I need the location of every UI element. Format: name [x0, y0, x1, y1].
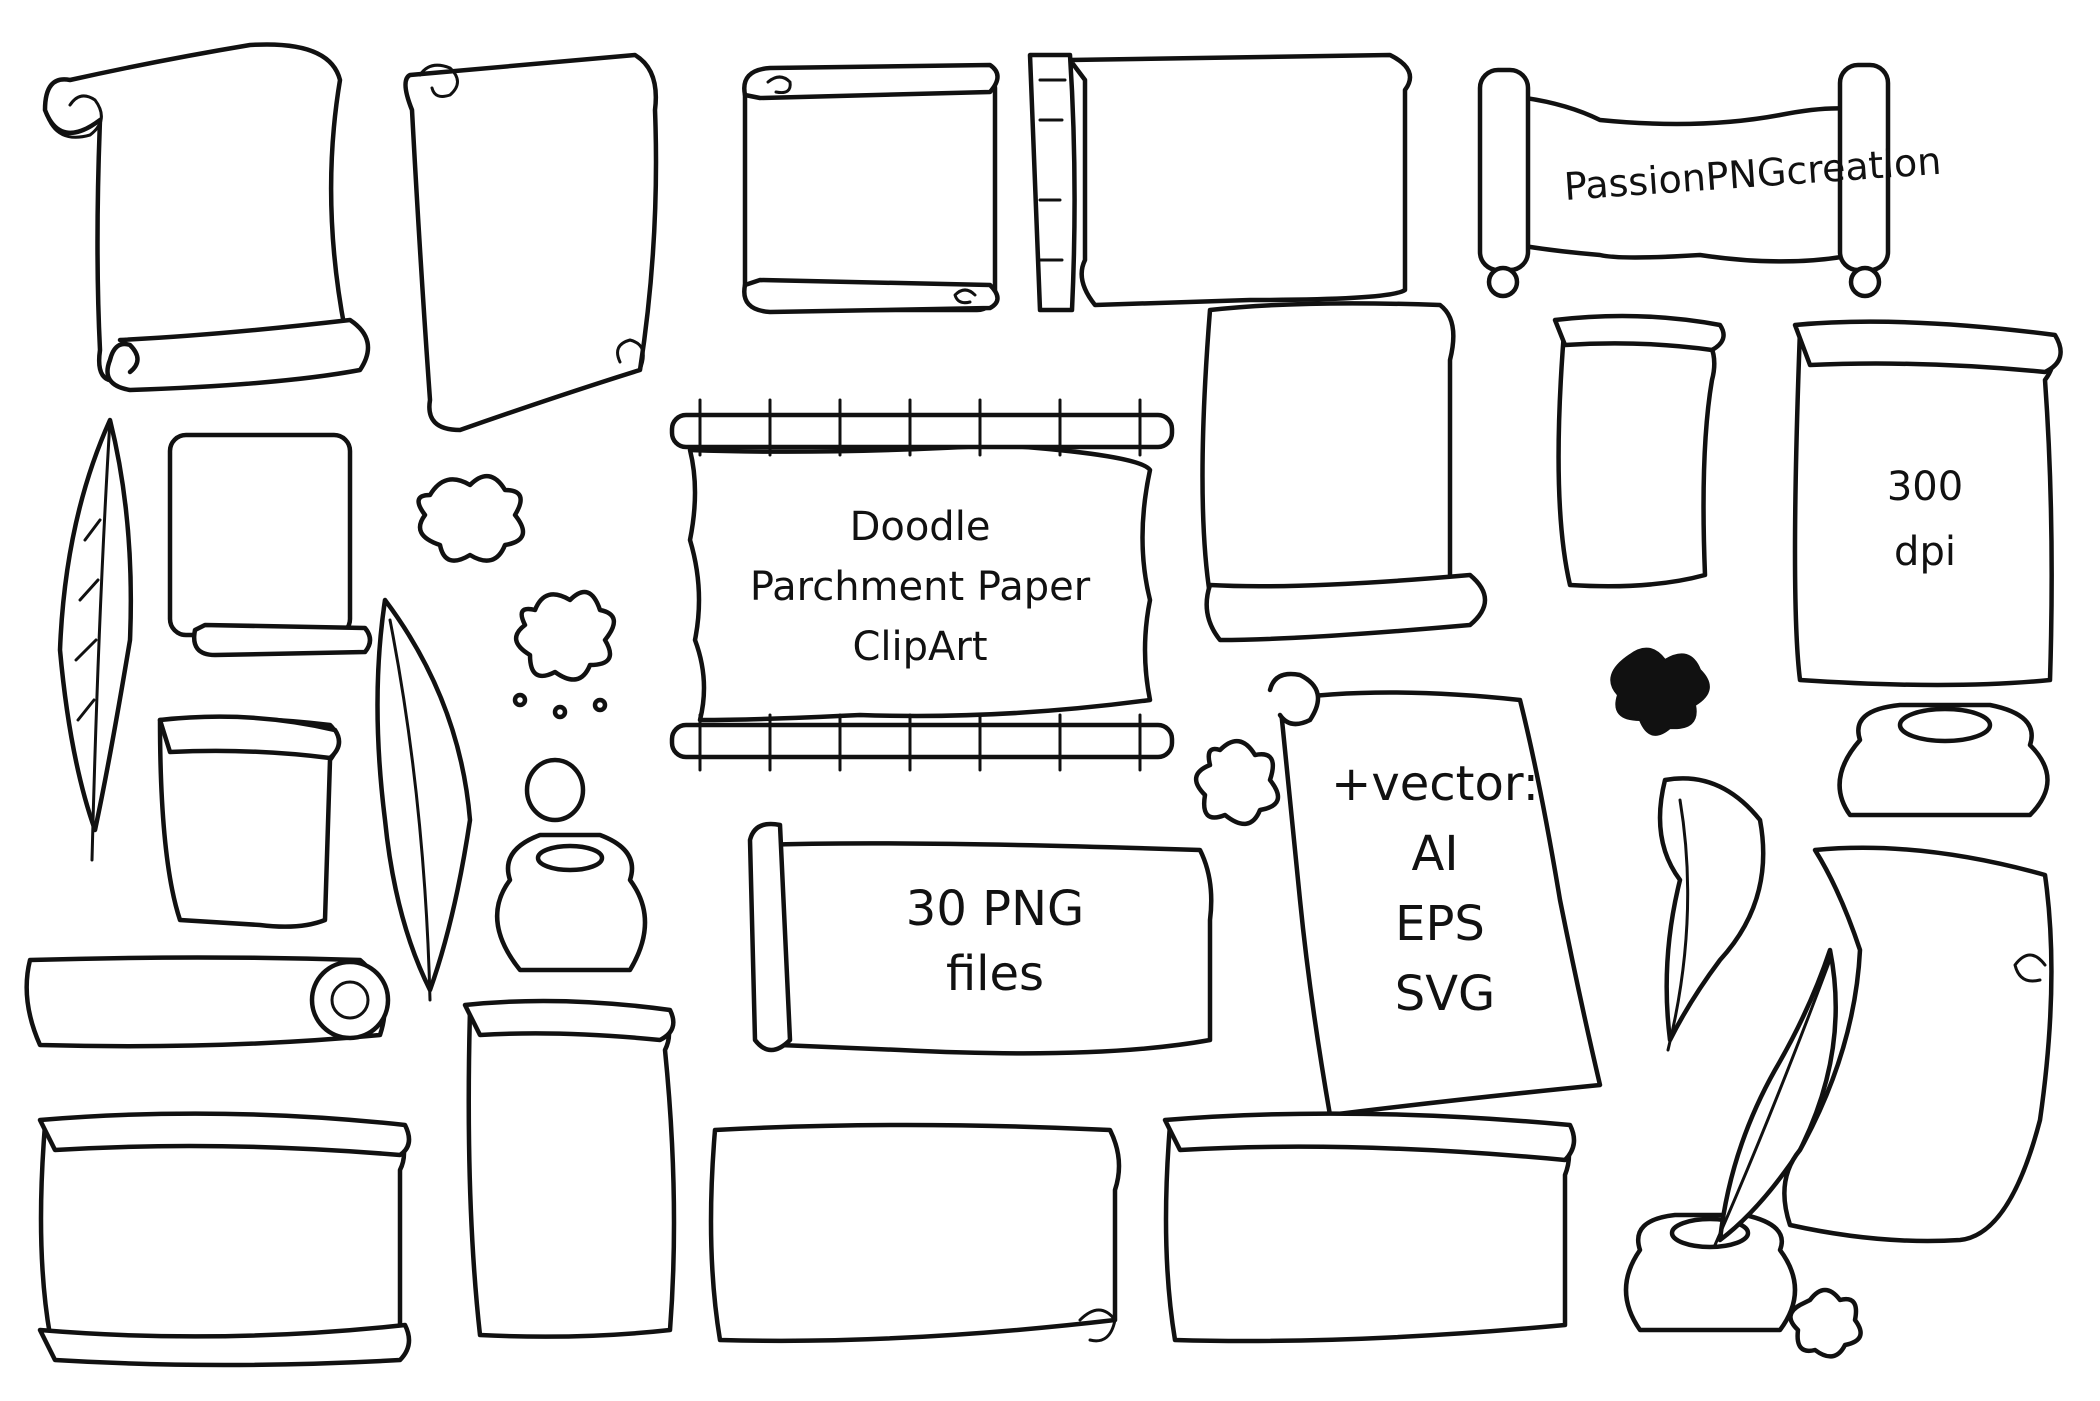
- scroll-tall-small: [167, 432, 373, 658]
- title-line-2: Parchment Paper: [750, 564, 1091, 610]
- ink-pot-middle: [494, 757, 648, 973]
- scroll-vector-info: +vector: AI EPS SVG: [1267, 671, 1603, 1118]
- ink-pot-right: [1837, 702, 2050, 818]
- vector-info-line-2: AI: [1412, 826, 1459, 882]
- resolution-line-1: 300: [1887, 464, 1963, 510]
- scroll-png-info: 30 PNG files: [747, 821, 1214, 1056]
- vector-info-line-1: +vector:: [1331, 756, 1539, 812]
- feather-quill-bottom: [1713, 947, 1838, 1247]
- scroll-curled-corner: [157, 714, 342, 929]
- ink-splat-outline-2: [512, 589, 616, 720]
- scroll-wide-bottom-right: [1162, 1111, 1577, 1344]
- banner-scroll-with-rods: PassionPNGcreation: [1477, 62, 1943, 299]
- scroll-narrow-curled: [1552, 313, 1726, 589]
- ink-splat-outline-bottom: [1788, 1287, 1863, 1359]
- feather-quill-middle: [375, 597, 473, 1002]
- title-scroll-main: Doodle Parchment Paper ClipArt: [669, 398, 1175, 772]
- title-line-1: Doodle: [850, 504, 991, 550]
- scroll-horizontal-roll: [24, 955, 391, 1049]
- feather-quill-right: [1657, 776, 1766, 1052]
- title-line-3: ClipArt: [852, 624, 987, 670]
- scroll-curled-middle: [1200, 301, 1488, 643]
- vector-info-line-3: EPS: [1395, 896, 1485, 952]
- scroll-tall-curve-right: [1782, 845, 2054, 1244]
- feather-quill-left: [57, 417, 134, 862]
- ink-splat-solid: [1610, 647, 1710, 736]
- png-info-line-1: 30 PNG: [906, 881, 1084, 937]
- scroll-tilted-top: [403, 52, 659, 433]
- ink-splat-outline-3: [1194, 739, 1281, 826]
- scroll-wide-bottom-left: [37, 1111, 412, 1368]
- scroll-torn-wooden: [1027, 52, 1413, 313]
- vector-info-line-4: SVG: [1395, 966, 1496, 1022]
- ink-splat-outline-1: [416, 474, 526, 563]
- png-info-line-2: files: [946, 946, 1044, 1002]
- scroll-square-rolls: [742, 62, 1000, 315]
- scroll-wide-bottom-center: [708, 1122, 1122, 1344]
- ink-pot-bottom: [1623, 1212, 1798, 1333]
- scroll-tall-lower: [462, 998, 677, 1339]
- scroll-curled-top-left: [42, 42, 371, 393]
- scroll-resolution: 300 dpi: [1792, 319, 2063, 688]
- resolution-line-2: dpi: [1894, 529, 1956, 575]
